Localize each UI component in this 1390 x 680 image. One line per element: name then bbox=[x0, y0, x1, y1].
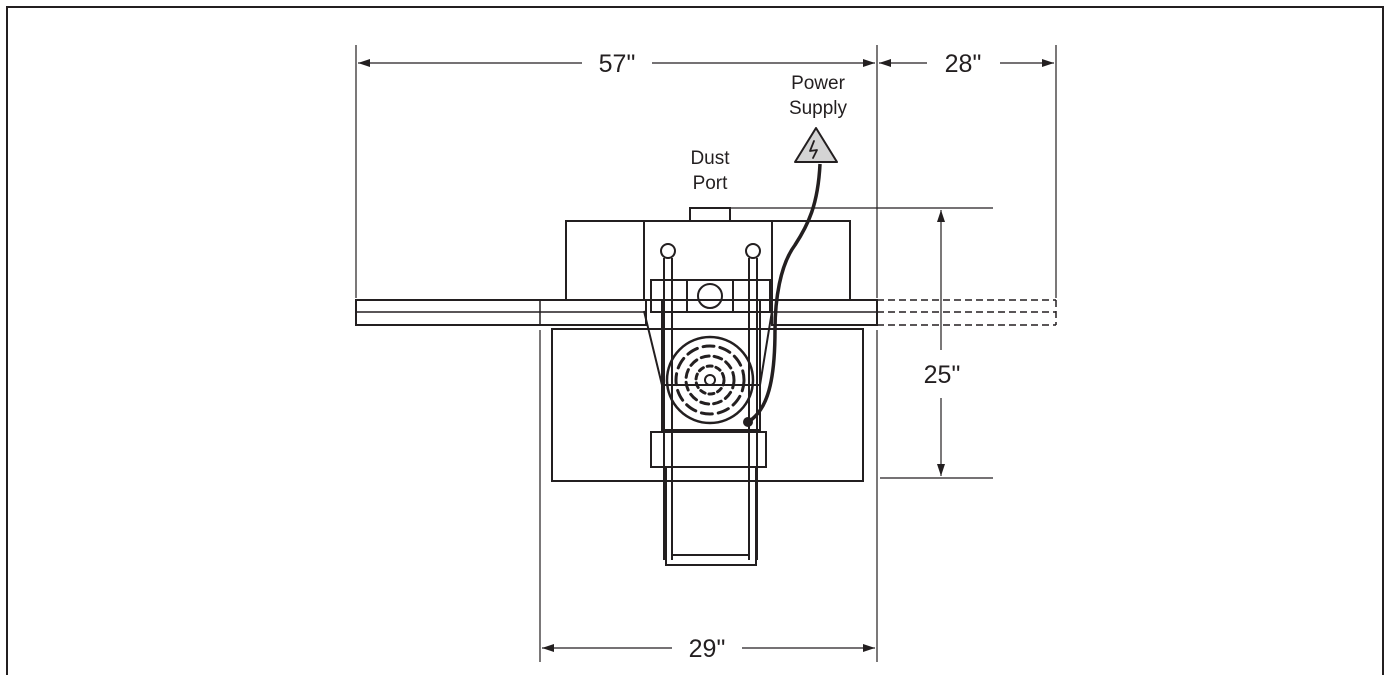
handle-rods bbox=[661, 244, 760, 560]
dust-port-label-line1: Dust bbox=[690, 148, 730, 169]
power-cord bbox=[743, 164, 820, 427]
cutter-head bbox=[651, 280, 770, 312]
dimension-label-57: 57" bbox=[599, 50, 636, 78]
top-housing bbox=[566, 221, 850, 300]
table-extension-dashed bbox=[877, 300, 1056, 325]
electrical-hazard-icon bbox=[795, 128, 837, 162]
dimension-label-25: 25" bbox=[924, 361, 961, 389]
dimension-label-28: 28" bbox=[945, 50, 982, 78]
dimension-extension-length: 28" bbox=[879, 50, 1054, 78]
dimension-depth: 25" bbox=[924, 210, 961, 476]
power-supply-label-line1: Power bbox=[791, 73, 846, 94]
extension-lines bbox=[356, 45, 1056, 662]
power-supply-label-line2: Supply bbox=[789, 98, 848, 119]
dust-port bbox=[690, 208, 730, 221]
table-left-wing bbox=[356, 300, 646, 325]
motor-vent-icon bbox=[667, 337, 753, 423]
table-right-wing bbox=[772, 300, 877, 325]
dimension-label-29: 29" bbox=[689, 635, 726, 663]
dimension-base-width: 29" bbox=[542, 635, 875, 663]
dust-port-label-line2: Port bbox=[693, 173, 729, 194]
